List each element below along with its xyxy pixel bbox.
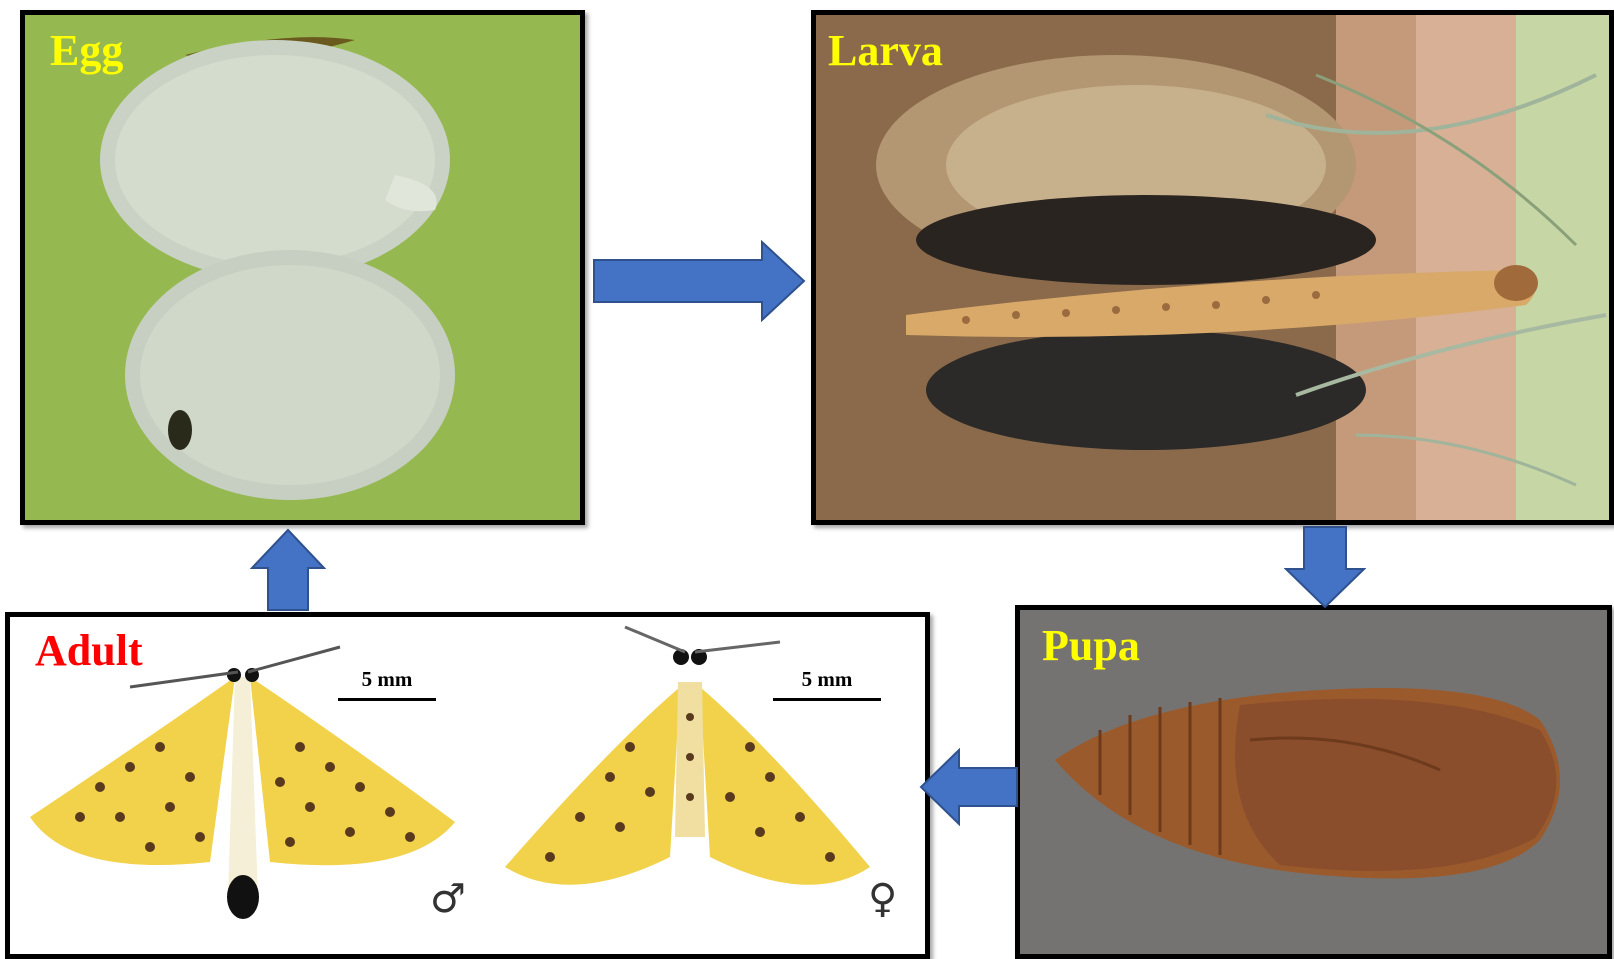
egg-label: Egg	[50, 29, 123, 73]
arrow-down-icon	[1284, 525, 1366, 609]
arrow-right-icon	[592, 240, 807, 322]
egg-photo	[25, 15, 580, 520]
pupa-panel: Pupa	[1015, 605, 1612, 959]
male-symbol: ♂	[430, 879, 466, 919]
egg-panel: Egg	[20, 10, 585, 525]
male-scale-line	[338, 698, 436, 701]
pupa-label: Pupa	[1042, 624, 1140, 668]
larva-panel: Larva	[811, 10, 1614, 525]
male-scale-bar: 5 mm	[338, 667, 436, 701]
larva-photo	[816, 15, 1609, 520]
arrow-left-icon	[919, 748, 1019, 826]
female-scale-bar: 5 mm	[773, 667, 881, 701]
larva-label: Larva	[828, 29, 943, 73]
female-symbol: ♀	[868, 879, 897, 919]
male-scale-text: 5 mm	[338, 667, 436, 692]
arrow-up-icon	[250, 528, 326, 612]
adult-label: Adult	[35, 629, 143, 673]
adult-panel: Adult 5 mm 5 mm ♂ ♀	[5, 612, 930, 959]
female-scale-line	[773, 698, 881, 701]
female-scale-text: 5 mm	[773, 667, 881, 692]
